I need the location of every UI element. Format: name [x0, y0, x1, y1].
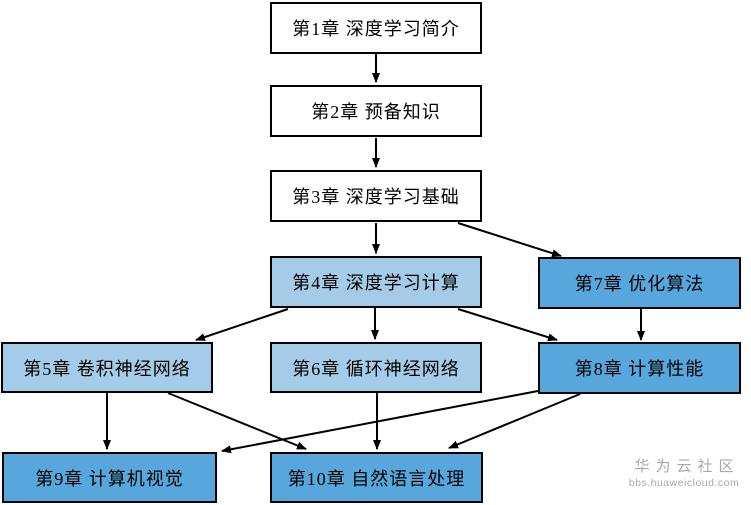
edge-ch8-to-ch9: [221, 390, 539, 454]
edge-ch4-to-ch8: [457, 308, 558, 342]
node-chapter-9-label: 第9章 计算机视觉: [35, 468, 184, 489]
node-chapter-1: 第1章 深度学习简介: [270, 2, 482, 54]
node-chapter-2: 第2章 预备知识: [270, 85, 482, 137]
node-chapter-5: 第5章 卷积神经网络: [1, 342, 213, 393]
node-chapter-7: 第7章 优化算法: [538, 257, 741, 309]
node-chapter-8: 第8章 计算性能: [538, 342, 741, 394]
node-chapter-10: 第10章 自然语言处理: [270, 452, 483, 503]
node-chapter-1-label: 第1章 深度学习简介: [292, 19, 460, 39]
edge-ch8-to-ch10: [448, 393, 581, 449]
watermark-site-name: 华为云社区: [634, 458, 740, 475]
node-chapter-4: 第4章 深度学习计算: [270, 256, 482, 308]
node-chapter-8-label: 第8章 计算性能: [574, 359, 705, 379]
edge-ch4-to-ch5: [195, 308, 289, 341]
watermark: 华为云社区 bbs.huaweicloud.com: [622, 458, 746, 490]
watermark-site-url: bbs.huaweicloud.com: [628, 476, 740, 489]
node-chapter-5-label: 第5章 卷积神经网络: [23, 358, 191, 379]
edge-ch3-to-ch7: [457, 222, 562, 258]
node-chapter-9: 第9章 计算机视觉: [2, 452, 217, 503]
node-chapter-10-label: 第10章 自然语言处理: [287, 468, 466, 489]
node-chapter-3-label: 第3章 深度学习基础: [292, 187, 460, 207]
node-chapter-3: 第3章 深度学习基础: [270, 170, 482, 222]
node-chapter-6: 第6章 循环神经网络: [270, 342, 482, 393]
edge-ch5-to-ch10: [167, 392, 307, 450]
node-chapter-4-label: 第4章 深度学习计算: [292, 273, 460, 293]
node-chapter-2-label: 第2章 预备知识: [311, 102, 441, 122]
node-chapter-6-label: 第6章 循环神经网络: [292, 358, 460, 379]
node-chapter-7-label: 第7章 优化算法: [574, 274, 705, 294]
